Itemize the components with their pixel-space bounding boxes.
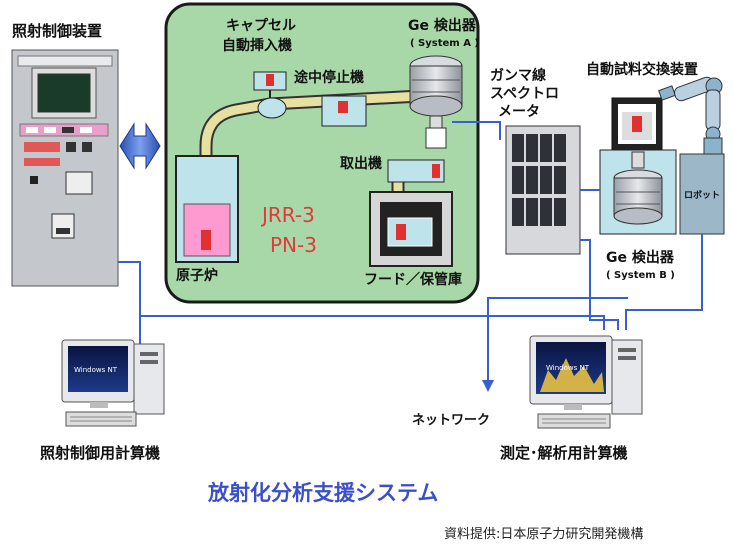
bidirectional-arrow-icon xyxy=(119,122,161,170)
robot-base xyxy=(679,153,725,235)
pc-left: Windows NT xyxy=(61,339,165,427)
network-lines xyxy=(118,121,703,382)
os-right: Windows NT xyxy=(546,364,590,372)
ge-a-label-2: ( System A ) xyxy=(410,38,479,49)
pc-right: Windows NT xyxy=(529,335,643,429)
gamma-label-1: ガンマ線 xyxy=(490,67,546,84)
port-name: PN-3 xyxy=(270,233,317,257)
network-arrow-icon xyxy=(482,380,494,392)
diagram-title: 放射化分析支援システム xyxy=(207,481,438,505)
takeout-machine xyxy=(387,159,445,183)
robot-label: ロボット xyxy=(684,189,720,201)
ge-detector-a xyxy=(409,55,463,149)
ge-b-label-2: ( System B ) xyxy=(606,270,675,281)
ge-detector-b xyxy=(613,151,663,225)
control-device xyxy=(11,49,119,287)
capsule-label-1: キャプセル xyxy=(226,18,296,34)
ge-a-label-1: Ge 検出器 xyxy=(408,17,477,34)
robot-arm-icon xyxy=(658,76,723,155)
pc-left-label: 照射制御用計算機 xyxy=(40,444,160,462)
pc-right-label: 測定･解析用計算機 xyxy=(500,444,628,462)
network-label: ネットワーク xyxy=(412,413,490,428)
sample-changer-label: 自動試料交換装置 xyxy=(586,61,698,78)
ge-b-label-1: Ge 検出器 xyxy=(606,249,675,266)
hood-label: フード／保管庫 xyxy=(364,271,462,288)
control-device-label: 照射制御装置 xyxy=(12,22,102,40)
gamma-label-3: メータ xyxy=(498,104,540,120)
takeout-label: 取出機 xyxy=(340,155,382,172)
capsule-label-2: 自動挿入機 xyxy=(222,37,292,54)
os-left: Windows NT xyxy=(74,366,118,374)
reactor-name: JRR-3 xyxy=(260,203,315,227)
capsule-valve xyxy=(257,97,287,119)
midway-stop-label: 途中停止機 xyxy=(294,69,364,86)
credit-text: 資料提供:日本原子力研究開発機構 xyxy=(444,526,643,542)
keyboard-icon-right xyxy=(537,413,611,429)
gamma-label-2: スペクトロ xyxy=(490,86,559,102)
reactor-label: 原子炉 xyxy=(176,267,218,284)
keyboard-icon xyxy=(65,411,137,427)
